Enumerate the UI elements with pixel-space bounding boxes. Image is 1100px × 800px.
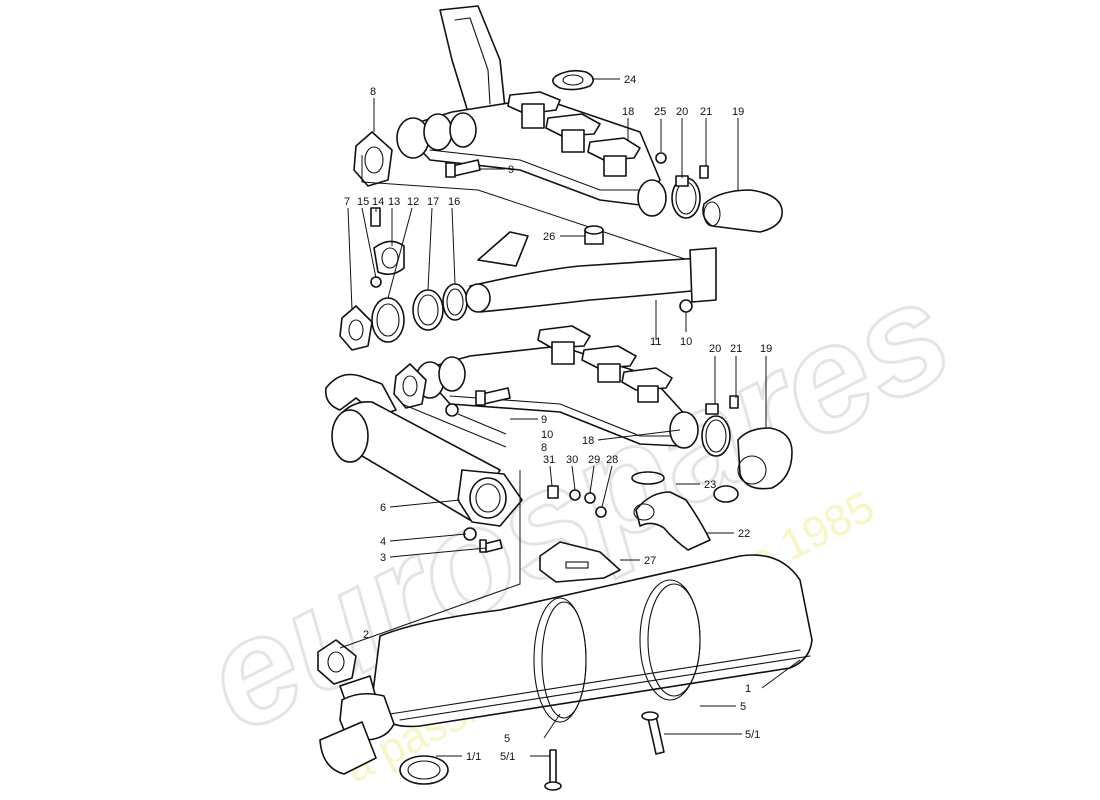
tail-pipe-1-1	[399, 755, 449, 785]
bushing-26	[584, 225, 604, 245]
bolt-5-1-right	[641, 711, 665, 755]
callout-5-1-lower: 5/1	[500, 751, 515, 763]
callout-23: 23	[704, 479, 716, 491]
callout-5-right: 5	[740, 701, 746, 713]
clamp-23-a	[631, 471, 665, 485]
callout-29: 29	[588, 454, 600, 466]
clamp-13	[373, 240, 405, 276]
clamp-20-upper	[671, 175, 701, 219]
gasket-7	[339, 305, 373, 351]
bolt-5-1-lower	[544, 749, 562, 791]
callout-5-1-right: 5/1	[745, 729, 760, 741]
elbow-19-upper	[702, 189, 783, 233]
callout-20-lower: 20	[709, 343, 721, 355]
callout-5-lower: 5	[504, 733, 510, 745]
callout-1-1: 1/1	[466, 751, 481, 763]
callout-1: 1	[745, 683, 751, 695]
callout-26: 26	[543, 231, 555, 243]
nut-25	[655, 152, 667, 164]
bolt-9-lower	[475, 387, 511, 406]
callout-22: 22	[738, 528, 750, 540]
heat-exchanger-upper	[396, 5, 667, 217]
gasket-24	[552, 69, 594, 91]
callout-30: 30	[566, 454, 578, 466]
callout-27: 27	[644, 555, 656, 567]
bolt-9-upper	[445, 159, 481, 178]
heat-exchanger-lower	[415, 325, 699, 449]
callout-18-lower: 18	[582, 435, 594, 447]
gasket-2	[317, 639, 357, 685]
washer-29	[584, 492, 596, 504]
callout-28: 28	[606, 454, 618, 466]
callout-2: 2	[363, 629, 369, 641]
callout-31: 31	[543, 454, 555, 466]
callout-17: 17	[427, 196, 439, 208]
callout-9: 9	[508, 164, 514, 176]
callout-19: 19	[732, 106, 744, 118]
callout-10-lower: 10	[541, 429, 553, 441]
washer-30	[569, 489, 581, 501]
bolt-21-lower	[729, 395, 739, 409]
callout-21-lower: 21	[730, 343, 742, 355]
bracket-27	[539, 541, 621, 583]
strap-5-a	[533, 597, 587, 723]
nut-28	[595, 506, 607, 518]
gasket-12	[371, 297, 405, 343]
callout-11: 11	[650, 336, 661, 348]
elbow-19-lower	[737, 427, 793, 490]
ring-17	[412, 289, 444, 331]
flange-gasket-8-lower	[393, 363, 427, 409]
callout-14: 14	[372, 196, 384, 208]
watermark: eurospares a passion for parts since 198…	[177, 245, 977, 792]
bolt-3	[479, 539, 503, 553]
crossover-pipe-11	[465, 231, 717, 313]
nut-15	[370, 276, 382, 288]
strap-5-b	[639, 579, 701, 701]
callout-16: 16	[448, 196, 460, 208]
bolt-21-upper	[699, 165, 709, 179]
flange-gasket-8-upper	[353, 131, 393, 187]
nut-10-lower	[445, 403, 459, 417]
callout-12: 12	[407, 196, 419, 208]
callout-13: 13	[388, 196, 400, 208]
pipe-assembly-6	[324, 373, 523, 527]
callout-25: 25	[654, 106, 666, 118]
callout-8-lower: 8	[541, 442, 547, 454]
callout-3: 3	[380, 552, 386, 564]
elbow-22	[633, 491, 711, 551]
callout-9-lower: 9	[541, 414, 547, 426]
callout-21: 21	[700, 106, 712, 118]
callout-19-lower: 19	[760, 343, 772, 355]
callout-24: 24	[624, 74, 636, 86]
callout-7: 7	[344, 196, 350, 208]
callout-8: 8	[370, 86, 376, 98]
callout-4: 4	[380, 536, 386, 548]
bolt-31	[547, 485, 559, 499]
clamp-20-lower	[701, 403, 731, 457]
leader-lines	[339, 78, 801, 757]
nut-10-upper	[679, 299, 693, 313]
callout-10: 10	[680, 336, 692, 348]
callout-15: 15	[357, 196, 369, 208]
ring-16	[442, 283, 468, 321]
muffler-1	[319, 554, 813, 775]
callout-labels: 24 8 25 20 21 19 18 9 7 15 14 13 12 17 1…	[344, 74, 772, 763]
clamp-23-b	[713, 485, 739, 503]
callout-20: 20	[676, 106, 688, 118]
callout-6: 6	[380, 502, 386, 514]
callout-18: 18	[622, 106, 634, 118]
